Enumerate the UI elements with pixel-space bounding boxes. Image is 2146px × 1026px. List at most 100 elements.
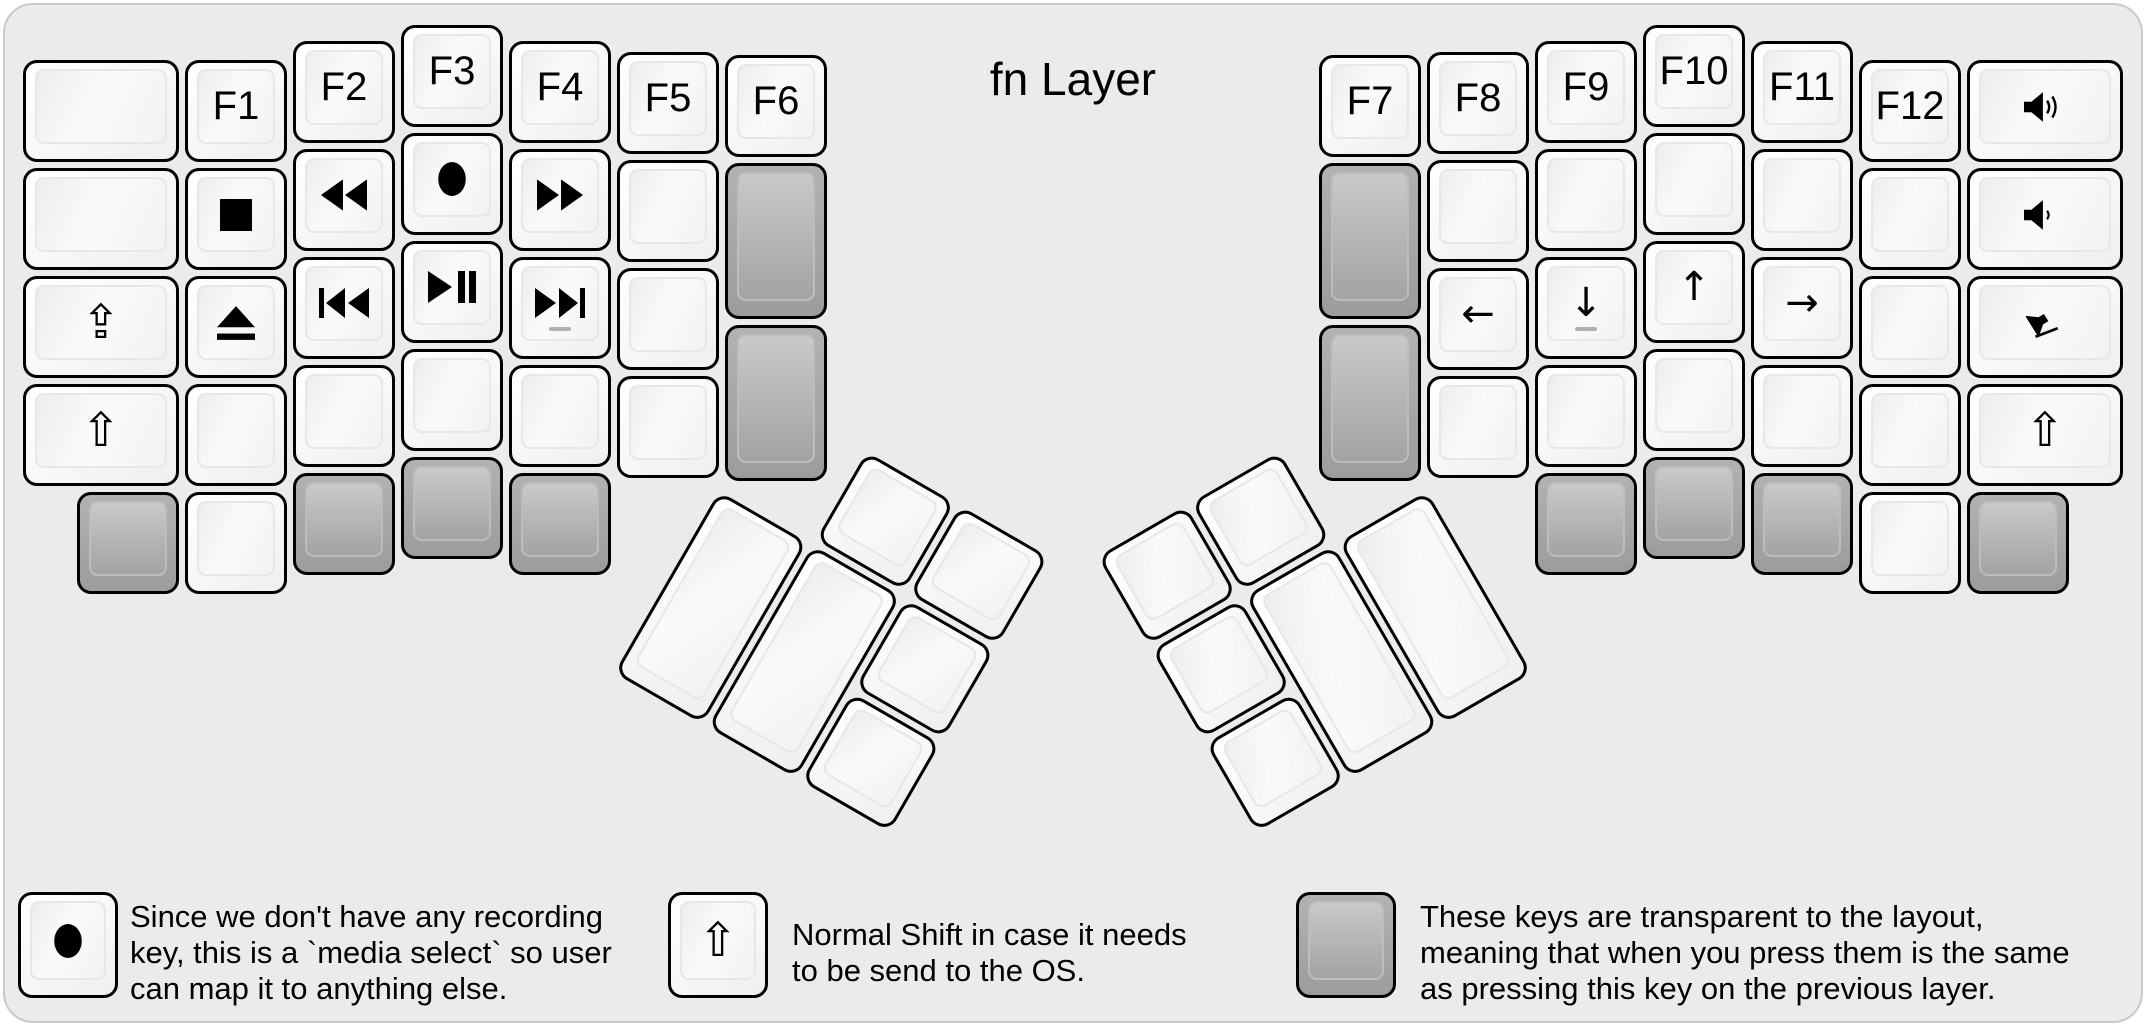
key-f11: F11 (1751, 40, 1853, 143)
key-transparent-r1 (1319, 162, 1421, 319)
key-f10-top: F10 (1655, 33, 1733, 109)
key-arrow-up: ↑ (1643, 240, 1745, 343)
key-f7-label: F7 (1346, 78, 1394, 123)
key-stop-top (197, 177, 275, 253)
key-f3: F3 (401, 24, 503, 127)
key-blank-left-top2 (23, 168, 179, 271)
note-normal-shift-sample-key-top: ⇧ (680, 901, 756, 980)
key-blank-left-top2-top (35, 177, 167, 253)
key-blank-r-c2a (1751, 148, 1853, 251)
key-blank-r-c1b (1859, 276, 1961, 379)
key-f7-top: F7 (1331, 63, 1409, 139)
key-eject-top (197, 285, 275, 361)
key-blank-r-c5b-top (1439, 384, 1517, 460)
key-blank-r-c5a (1427, 159, 1529, 262)
key-f4-label: F4 (536, 64, 584, 109)
key-record-top (413, 141, 491, 217)
key-f9: F9 (1535, 40, 1637, 143)
key-arrow-up-top: ↑ (1655, 249, 1733, 325)
key-shift-right-glyph: ⇧ (2025, 403, 2065, 459)
key-f2-top: F2 (305, 49, 383, 125)
next-track-icon (535, 287, 585, 319)
key-f9-top: F9 (1547, 49, 1625, 125)
volume-up-icon (2024, 91, 2066, 123)
key-blank-r-c1b-top (1871, 285, 1949, 361)
key-arrow-left: ← (1427, 267, 1529, 370)
key-volume-up-top (1979, 69, 2111, 145)
key-f10-label: F10 (1659, 48, 1729, 93)
key-blank-r-c2b (1751, 364, 1853, 467)
mute-icon (2026, 306, 2064, 340)
key-f11-top: F11 (1763, 49, 1841, 125)
key-transparent-r2-top (1331, 333, 1409, 463)
key-transparent-r6-top (1979, 501, 2057, 577)
key-blank-l-c5b (617, 267, 719, 370)
key-arrow-right-glyph: → (1785, 280, 1819, 327)
key-volume-down (1967, 168, 2123, 271)
play-pause-icon (428, 270, 476, 304)
note-line: Since we don't have any recording (130, 899, 603, 934)
key-f1: F1 (185, 60, 287, 163)
key-f12-label: F12 (1875, 84, 1945, 129)
key-blank-r-c2b-top (1763, 373, 1841, 449)
key-blank-l-c4-top (521, 373, 599, 449)
key-arrow-right: → (1751, 256, 1853, 359)
key-blank-r-c3a (1643, 132, 1745, 235)
key-transparent-l6 (725, 324, 827, 481)
key-blank-l-c5a (617, 159, 719, 262)
key-fast-forward-top (521, 157, 599, 233)
note-line: as pressing this key on the previous lay… (1420, 971, 1996, 1006)
key-eject (185, 276, 287, 379)
key-transparent-r4-top (1655, 465, 1733, 541)
key-blank-l-c5a-top (629, 168, 707, 244)
key-f6-top: F6 (737, 63, 815, 139)
key-arrow-down-glyph: ↓ (1569, 280, 1603, 327)
key-blank-r-c3b-top (1655, 357, 1733, 433)
key-stop (185, 168, 287, 271)
key-blank-left-top1 (23, 60, 179, 163)
key-transparent-r1-top (1331, 171, 1409, 301)
key-blank-r-c4a (1535, 148, 1637, 251)
key-shift-left-glyph: ⇧ (81, 403, 121, 459)
key-blank-l-c1b (185, 492, 287, 595)
key-rewind-top (305, 157, 383, 233)
key-shift-right: ⇧ (1967, 384, 2123, 487)
homing-dash (549, 326, 571, 331)
key-f6: F6 (725, 54, 827, 157)
key-blank-l-c1-top (197, 393, 275, 469)
key-blank-l-c4 (509, 364, 611, 467)
key-f10: F10 (1643, 24, 1745, 127)
note-normal-shift-sample-key-glyph: ⇧ (698, 913, 738, 968)
key-blank-r-c4b (1535, 364, 1637, 467)
key-f5: F5 (617, 51, 719, 154)
fast-forward-icon (537, 179, 583, 211)
rewind-icon (321, 179, 367, 211)
key-blank-l-c3 (401, 348, 503, 451)
homing-dash (1575, 326, 1597, 331)
eject-icon (217, 305, 255, 340)
key-blank-r-c4a-top (1547, 157, 1625, 233)
key-blank-r-c1c-top (1871, 393, 1949, 469)
key-blank-r-c1d-top (1871, 501, 1949, 577)
key-f5-label: F5 (644, 75, 692, 120)
record-icon (437, 161, 467, 197)
key-arrow-down: ↓ (1535, 256, 1637, 359)
key-f5-top: F5 (629, 60, 707, 136)
key-transparent-l2 (293, 472, 395, 575)
prev-track-icon (319, 287, 369, 319)
key-f6-label: F6 (752, 78, 800, 123)
key-transparent-l3 (401, 456, 503, 559)
key-f1-label: F1 (212, 84, 260, 129)
key-f12: F12 (1859, 60, 1961, 163)
key-blank-l-c1 (185, 384, 287, 487)
key-transparent-l6-top (737, 333, 815, 463)
key-blank-r-c2a-top (1763, 157, 1841, 233)
key-transparent-r3-top (1547, 481, 1625, 557)
key-f8: F8 (1427, 51, 1529, 154)
key-blank-l-c1b-top (197, 501, 275, 577)
key-f4-top: F4 (521, 49, 599, 125)
key-shift-right-top: ⇧ (1979, 393, 2111, 469)
key-blank-r-c1d (1859, 492, 1961, 595)
key-transparent-l5-top (737, 171, 815, 301)
key-f9-label: F9 (1562, 64, 1610, 109)
